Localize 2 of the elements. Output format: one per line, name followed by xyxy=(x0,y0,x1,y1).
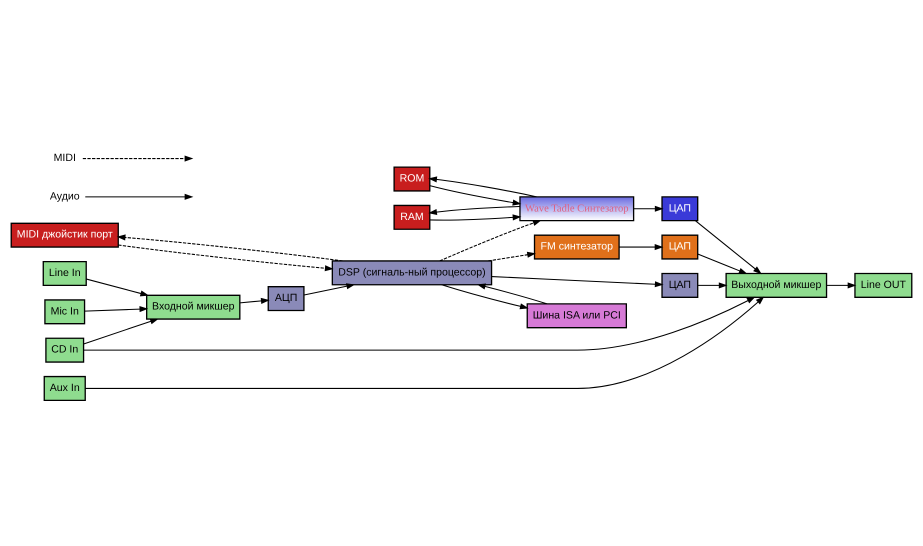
legend-label: Аудио xyxy=(50,190,80,202)
legend-label: MIDI xyxy=(54,152,76,164)
